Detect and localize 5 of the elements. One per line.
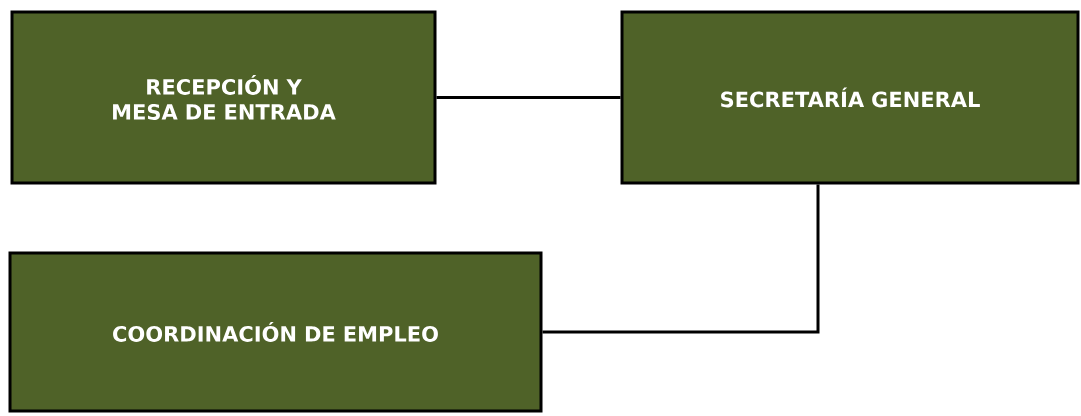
connector-line — [436, 96, 621, 99]
org-box: SECRETARÍA GENERAL — [620, 10, 1080, 185]
org-box: RECEPCIÓN Y MESA DE ENTRADA — [10, 10, 437, 185]
connector-line — [542, 184, 820, 334]
org-box: COORDINACIÓN DE EMPLEO — [8, 251, 543, 413]
